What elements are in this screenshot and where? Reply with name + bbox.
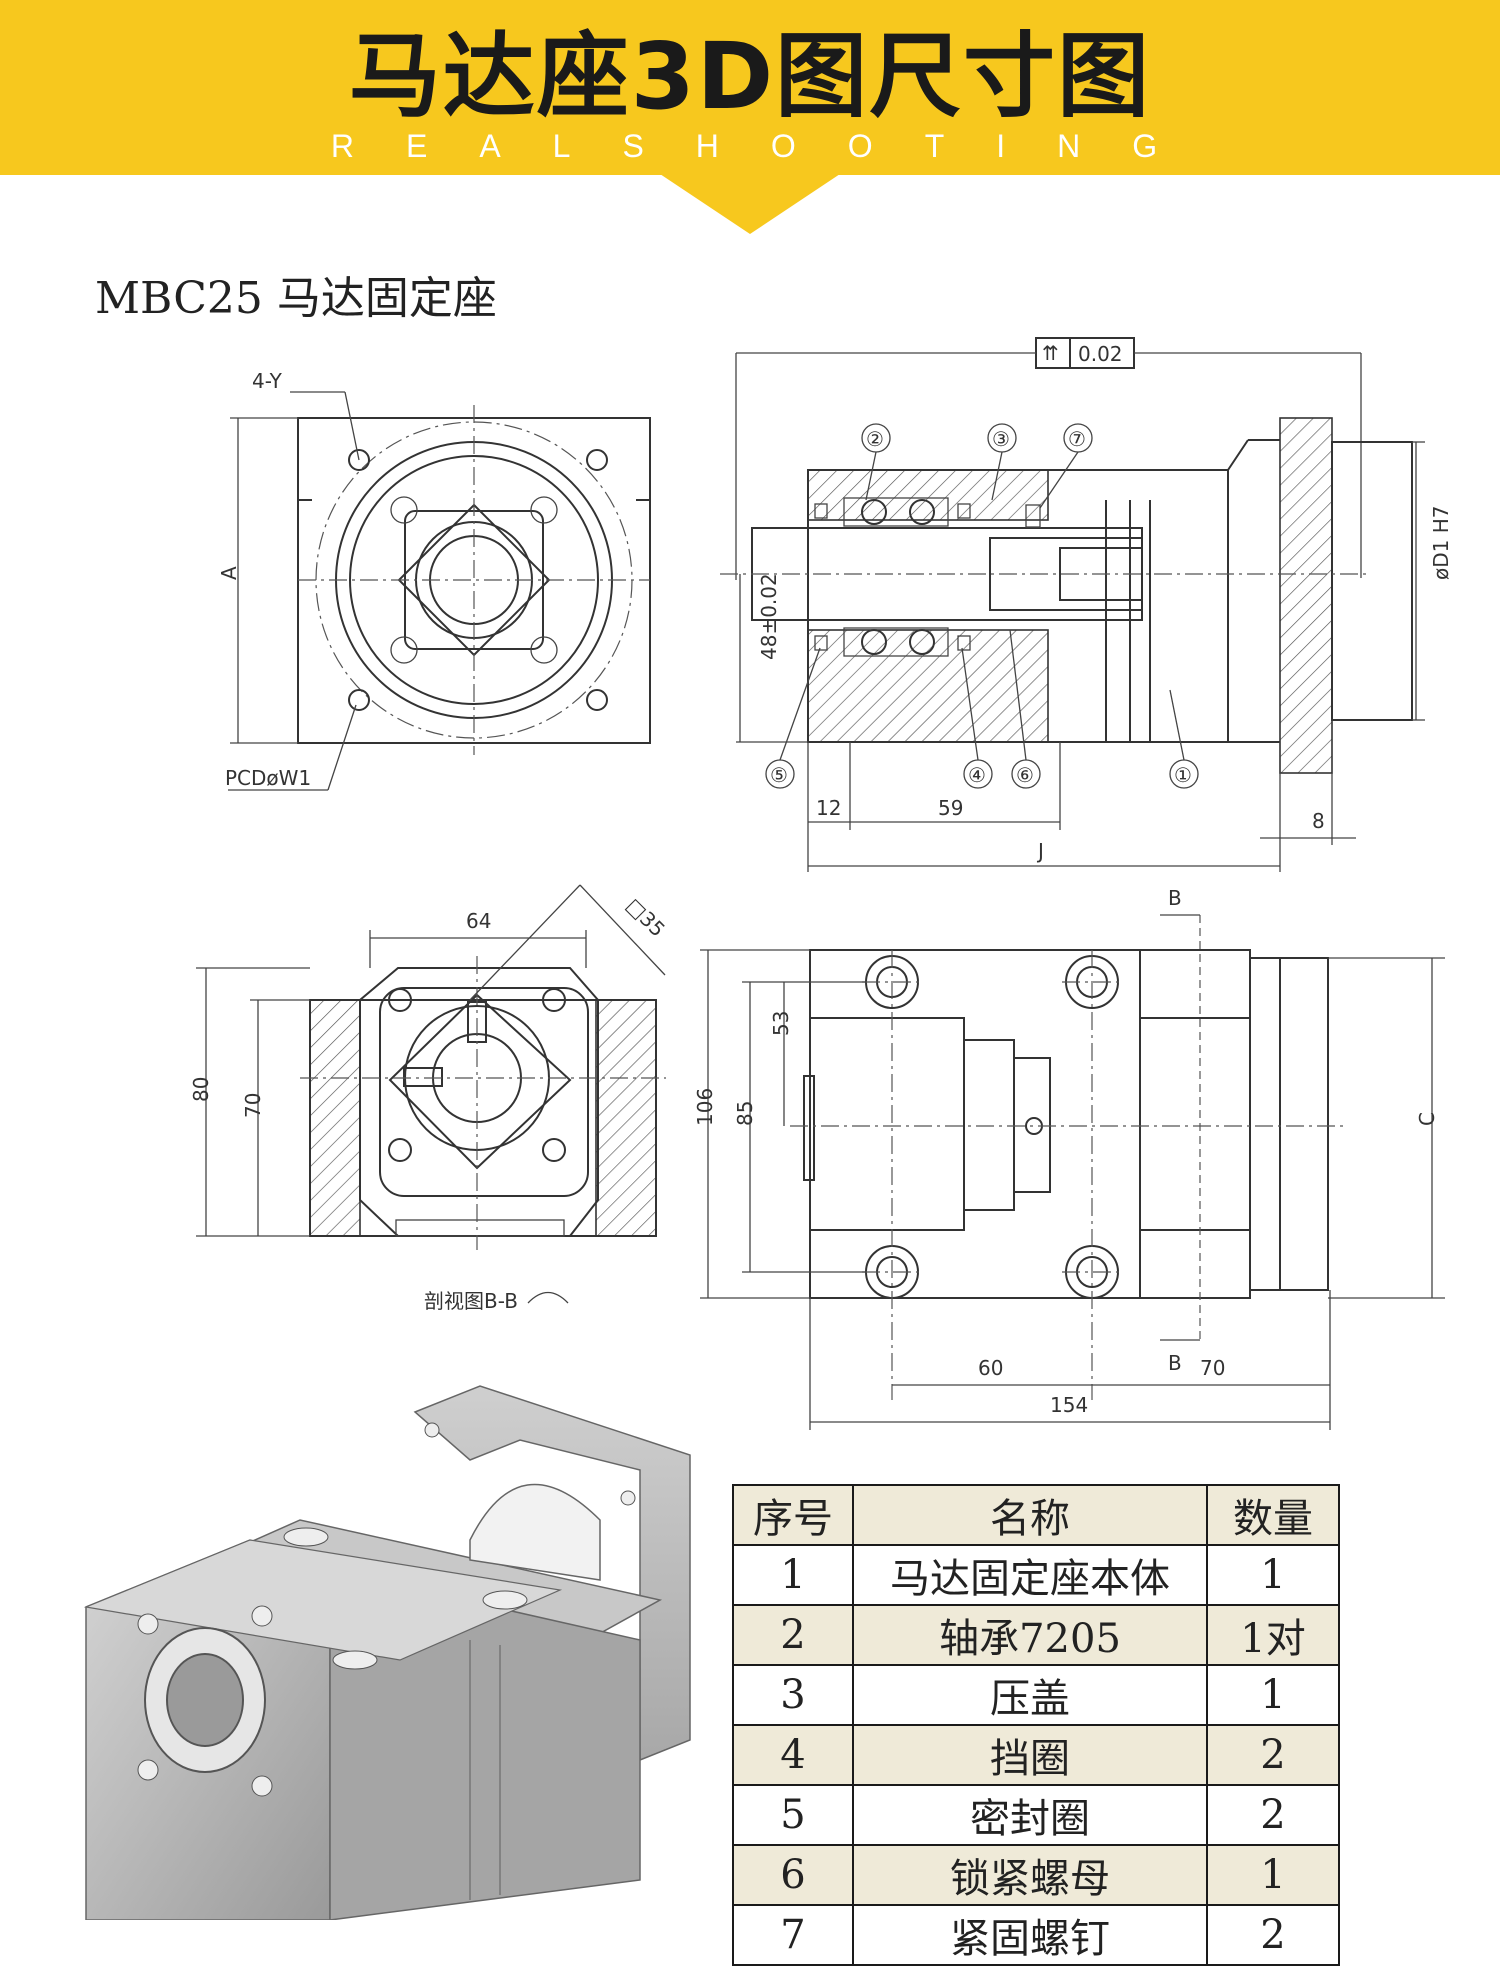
bom-cell-no: 7 — [732, 1904, 854, 1966]
wall-left — [309, 999, 361, 1237]
bom-header-no: 序号 — [732, 1484, 854, 1546]
banner-subtitle: REALSHOOTING — [330, 128, 1210, 164]
balloon-6: ⑥ — [1011, 759, 1041, 789]
render-3d — [83, 1385, 691, 1920]
view-rotation-arrow — [527, 1291, 569, 1304]
mount-hole — [586, 689, 608, 711]
section-bb-view: 64 □35 80 70 剖视图B-B — [189, 884, 670, 1313]
wall-right — [595, 999, 657, 1237]
svg-text:②: ② — [866, 427, 884, 451]
table-row: 1 马达固定座本体 1 — [732, 1544, 1340, 1606]
cut-mark-top: B — [1168, 886, 1182, 910]
dim-70: 70 — [241, 1093, 265, 1118]
balloon-7: ⑦ — [1063, 423, 1093, 453]
dim-J: J — [1036, 839, 1044, 863]
dim-59: 59 — [938, 796, 963, 820]
render-side-face — [329, 1569, 641, 1920]
svg-text:③: ③ — [992, 427, 1010, 451]
balloon-4: ④ — [963, 759, 993, 789]
dim-sq35: □35 — [622, 893, 670, 941]
bom-cell-name: 锁紧螺母 — [852, 1844, 1208, 1906]
bom-cell-no: 1 — [732, 1544, 854, 1606]
dim-8: 8 — [1312, 809, 1325, 833]
bom-header-qty: 数量 — [1206, 1484, 1340, 1546]
dim-center-height: 48±0.02 — [757, 573, 781, 660]
table-row: 3 压盖 1 — [732, 1664, 1340, 1726]
bom-cell-qty: 2 — [1206, 1724, 1340, 1786]
bom-cell-qty: 1 — [1206, 1844, 1340, 1906]
dim-C: C — [1415, 1112, 1439, 1126]
mount-hole — [348, 449, 370, 471]
mount-hole — [586, 449, 608, 471]
bom-cell-no: 5 — [732, 1784, 854, 1846]
bom-cell-qty: 1对 — [1206, 1604, 1340, 1666]
dim-53: 53 — [769, 1011, 793, 1036]
dim-60: 60 — [978, 1356, 1003, 1380]
svg-text:⑤: ⑤ — [770, 763, 788, 787]
bom-cell-no: 6 — [732, 1844, 854, 1906]
table-row: 6 锁紧螺母 1 — [732, 1844, 1340, 1906]
dim-bore: øD1 H7 — [1429, 506, 1453, 580]
dim-85: 85 — [733, 1101, 757, 1126]
pcd-callout: PCDøW1 — [225, 766, 311, 790]
section-bb-caption: 剖视图B-B — [424, 1289, 518, 1313]
dim-154: 154 — [1050, 1393, 1088, 1417]
table-row: 2 轴承7205 1对 — [732, 1604, 1340, 1666]
bom-cell-qty: 2 — [1206, 1784, 1340, 1846]
balloon-2: ② — [861, 423, 891, 453]
table-row: 7 紧固螺钉 2 — [732, 1904, 1340, 1966]
front-view: A 4-Y PCDøW1 — [217, 369, 651, 791]
bom-cell-no: 2 — [732, 1604, 854, 1666]
bom-cell-no: 3 — [732, 1664, 854, 1726]
bom-header-name: 名称 — [852, 1484, 1208, 1546]
bom-cell-no: 4 — [732, 1724, 854, 1786]
bom-cell-name: 密封圈 — [852, 1784, 1208, 1846]
flange — [1279, 417, 1333, 774]
svg-text:⑦: ⑦ — [1068, 427, 1086, 451]
section-view: ⇈ 0.02 ② ③ — [720, 337, 1453, 872]
mount-hole — [348, 689, 370, 711]
balloon-5: ⑤ — [765, 759, 795, 789]
dim-70-top: 70 — [1200, 1356, 1225, 1380]
render-flange-opening — [469, 1483, 601, 1581]
dim-12: 12 — [816, 796, 841, 820]
dim-106: 106 — [693, 1088, 717, 1126]
bom-table: 序号 名称 数量 1 马达固定座本体 1 2 轴承7205 1对 3 压盖 1 … — [732, 1484, 1340, 1966]
dim-80: 80 — [189, 1077, 213, 1102]
svg-text:⇈: ⇈ — [1042, 341, 1059, 365]
balloon-1: ① — [1169, 759, 1199, 789]
flange-square — [359, 967, 599, 1237]
svg-text:①: ① — [1174, 763, 1192, 787]
svg-text:⑥: ⑥ — [1016, 763, 1034, 787]
bom-cell-name: 紧固螺钉 — [852, 1904, 1208, 1966]
bom-cell-name: 马达固定座本体 — [852, 1544, 1208, 1606]
bom-header-row: 序号 名称 数量 — [732, 1484, 1340, 1546]
bom-cell-qty: 1 — [1206, 1664, 1340, 1726]
svg-text:④: ④ — [968, 763, 986, 787]
top-view: B B 106 85 53 C 60 70 154 — [693, 886, 1445, 1430]
body-lower — [807, 629, 1049, 743]
bom-cell-name: 轴承7205 — [852, 1604, 1208, 1666]
bom-cell-name: 挡圈 — [852, 1724, 1208, 1786]
dim-A: A — [217, 566, 241, 580]
banner-notch — [660, 174, 840, 234]
bom-cell-name: 压盖 — [852, 1664, 1208, 1726]
bom-cell-qty: 1 — [1206, 1544, 1340, 1606]
banner-title: 马达座3D图尺寸图 — [348, 23, 1152, 130]
table-row: 4 挡圈 2 — [732, 1724, 1340, 1786]
dim-64: 64 — [466, 909, 491, 933]
tolerance-value: 0.02 — [1078, 342, 1123, 366]
header-banner: 马达座3D图尺寸图 REALSHOOTING — [0, 0, 1500, 175]
hole-callout: 4-Y — [252, 369, 283, 393]
balloon-3: ③ — [987, 423, 1017, 453]
bom-cell-qty: 2 — [1206, 1904, 1340, 1966]
table-row: 5 密封圈 2 — [732, 1784, 1340, 1846]
cut-mark-bottom: B — [1168, 1351, 1182, 1375]
part-heading: MBC25 马达固定座 — [95, 273, 497, 324]
technical-drawing: A 4-Y PCDøW1 ⇈ 0.02 — [83, 337, 1453, 1920]
